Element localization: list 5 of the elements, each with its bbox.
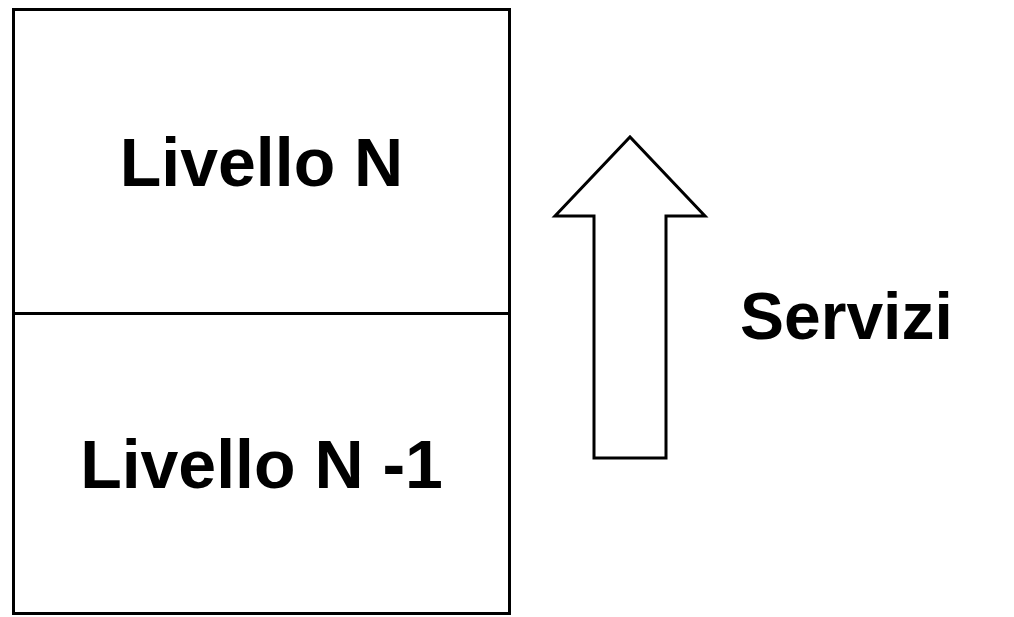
layer-box [12, 312, 511, 615]
layer-label: Livello N -1 [80, 424, 443, 503]
layer-label: Livello N [119, 122, 404, 201]
arrow-label: Servizi [740, 278, 953, 354]
layer-box [12, 8, 511, 315]
